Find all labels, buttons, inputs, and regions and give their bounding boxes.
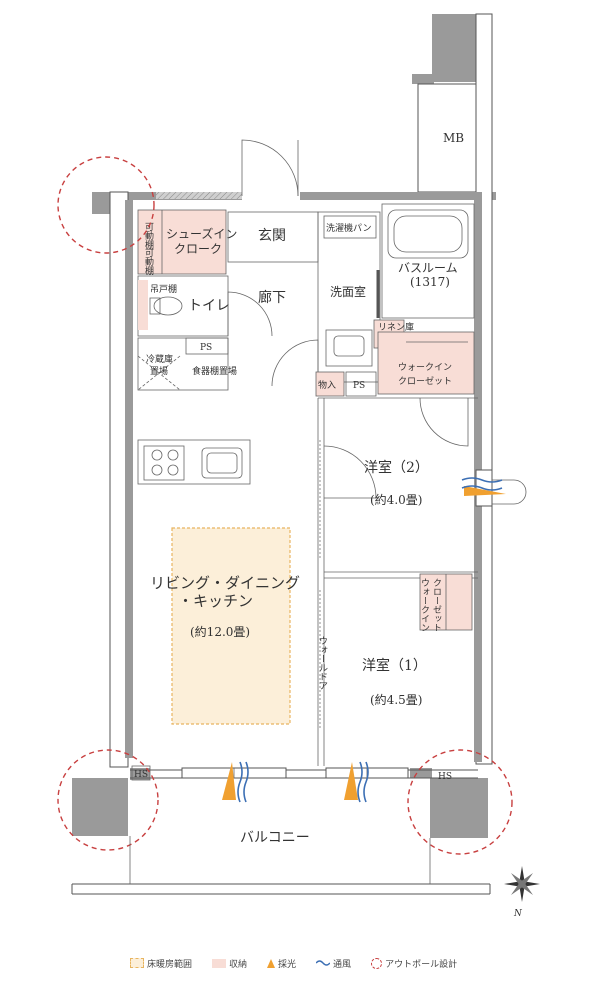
hs-2: HS xyxy=(438,772,452,782)
compass-n: N xyxy=(513,909,523,919)
bathtub-icon xyxy=(387,209,469,259)
svg-text:物入: 物入 xyxy=(318,379,336,391)
ventilation-markers xyxy=(237,477,503,803)
walkin-closet-label-1: ウォークイン xyxy=(398,362,452,373)
outpole-markers xyxy=(57,156,513,855)
kitchen-utility: PS 冷蔵庫 置場 食器棚置場 xyxy=(137,337,237,391)
svg-text:HS: HS xyxy=(134,770,148,780)
ldk-size: (約12.0畳) xyxy=(190,624,250,639)
ldk-label-2: ・キッチン xyxy=(178,592,253,610)
mb-label: MB xyxy=(443,131,464,145)
entrance: 玄関 xyxy=(227,211,319,263)
legend-heating: 床暖房範囲 xyxy=(130,957,192,970)
walkin-closet-label-2: クローゼット xyxy=(398,375,452,387)
storage-closet: 物入 xyxy=(315,371,345,397)
washer-pan-label: 洗濯機パン xyxy=(326,222,371,234)
legend-ventilation: 通風 xyxy=(316,957,351,970)
entrance-door xyxy=(241,139,299,197)
western-room-1-size: (約4.5畳) xyxy=(370,692,422,707)
svg-text:可動棚: 可動棚 xyxy=(143,248,154,276)
balcony-label: バルコニー xyxy=(240,830,310,846)
shoes-closet-label-1: シューズイン xyxy=(166,226,237,241)
legend-storage-swatch xyxy=(212,958,227,968)
wall-door-label: ウォールドア xyxy=(317,636,328,690)
legend: 床暖房範囲 収納 採光 通風 アウトポール設計 xyxy=(130,955,471,971)
outpole-icon xyxy=(371,957,383,969)
stove-icon xyxy=(143,445,185,481)
western-room-2-label: 洋室（2） xyxy=(364,459,429,476)
bathroom-size: (1317) xyxy=(410,275,450,289)
ventilation-icon xyxy=(316,960,331,966)
legend-outwall: アウトポール設計 xyxy=(371,957,457,970)
ps-shaft-2: PS xyxy=(345,371,377,397)
hs-1: HS xyxy=(131,765,151,781)
toilet-room: 吊戸棚 トイレ xyxy=(137,275,273,337)
svg-text:PS: PS xyxy=(353,381,365,391)
svg-text:冷蔵庫: 冷蔵庫 xyxy=(146,353,173,365)
kitchen-counter xyxy=(137,439,251,485)
legend-lighting: 採光 xyxy=(267,957,296,970)
svg-text:リネン庫: リネン庫 xyxy=(378,321,414,333)
toilet-icon xyxy=(149,296,183,316)
svg-text:置場: 置場 xyxy=(150,365,168,377)
walkin-closet: ウォークイン クローゼット xyxy=(377,331,475,395)
bathroom-label: バスルーム xyxy=(398,261,458,275)
ldk-label-1: リビング・ダイニング xyxy=(150,574,300,592)
svg-text:ウォークイン: ウォークイン xyxy=(419,578,430,632)
western-room-1-label: 洋室（1） xyxy=(362,657,427,674)
ps-1-label: PS xyxy=(200,343,212,353)
walkin-closet-small: ウォークイン クローゼット xyxy=(419,573,473,632)
toilet-label: トイレ xyxy=(188,298,230,314)
washroom: 洗濯機パン 洗面室 xyxy=(271,211,381,387)
legend-heating-swatch xyxy=(130,958,144,968)
cupboard-label: 食器棚置場 xyxy=(192,365,237,377)
entrance-label: 玄関 xyxy=(258,227,286,244)
legend-storage: 収納 xyxy=(212,957,247,970)
lighting-markers xyxy=(222,486,506,800)
shoes-closet-label-2: クローク xyxy=(174,242,222,256)
svg-text:クローゼット: クローゼット xyxy=(431,578,442,632)
outer-walls xyxy=(72,13,496,838)
washbasin-icon xyxy=(325,329,373,367)
lighting-icon xyxy=(267,958,276,968)
floor-heating-zone xyxy=(171,527,291,725)
bathroom: バスルーム (1317) xyxy=(376,203,475,319)
western-room-2-size: (約4.0畳) xyxy=(370,492,422,507)
balcony: バルコニー xyxy=(71,830,491,895)
svg-text:可動棚: 可動棚 xyxy=(143,222,154,250)
washroom-label: 洗面室 xyxy=(330,284,366,299)
hanging-shelf-label: 吊戸棚 xyxy=(150,283,177,295)
shoes-closet: 可動棚 可動棚 シューズイン クローク xyxy=(137,209,237,276)
corridor-label: 廊下 xyxy=(258,289,286,306)
sink-icon xyxy=(201,447,243,479)
compass-rose-icon: N xyxy=(504,866,540,919)
